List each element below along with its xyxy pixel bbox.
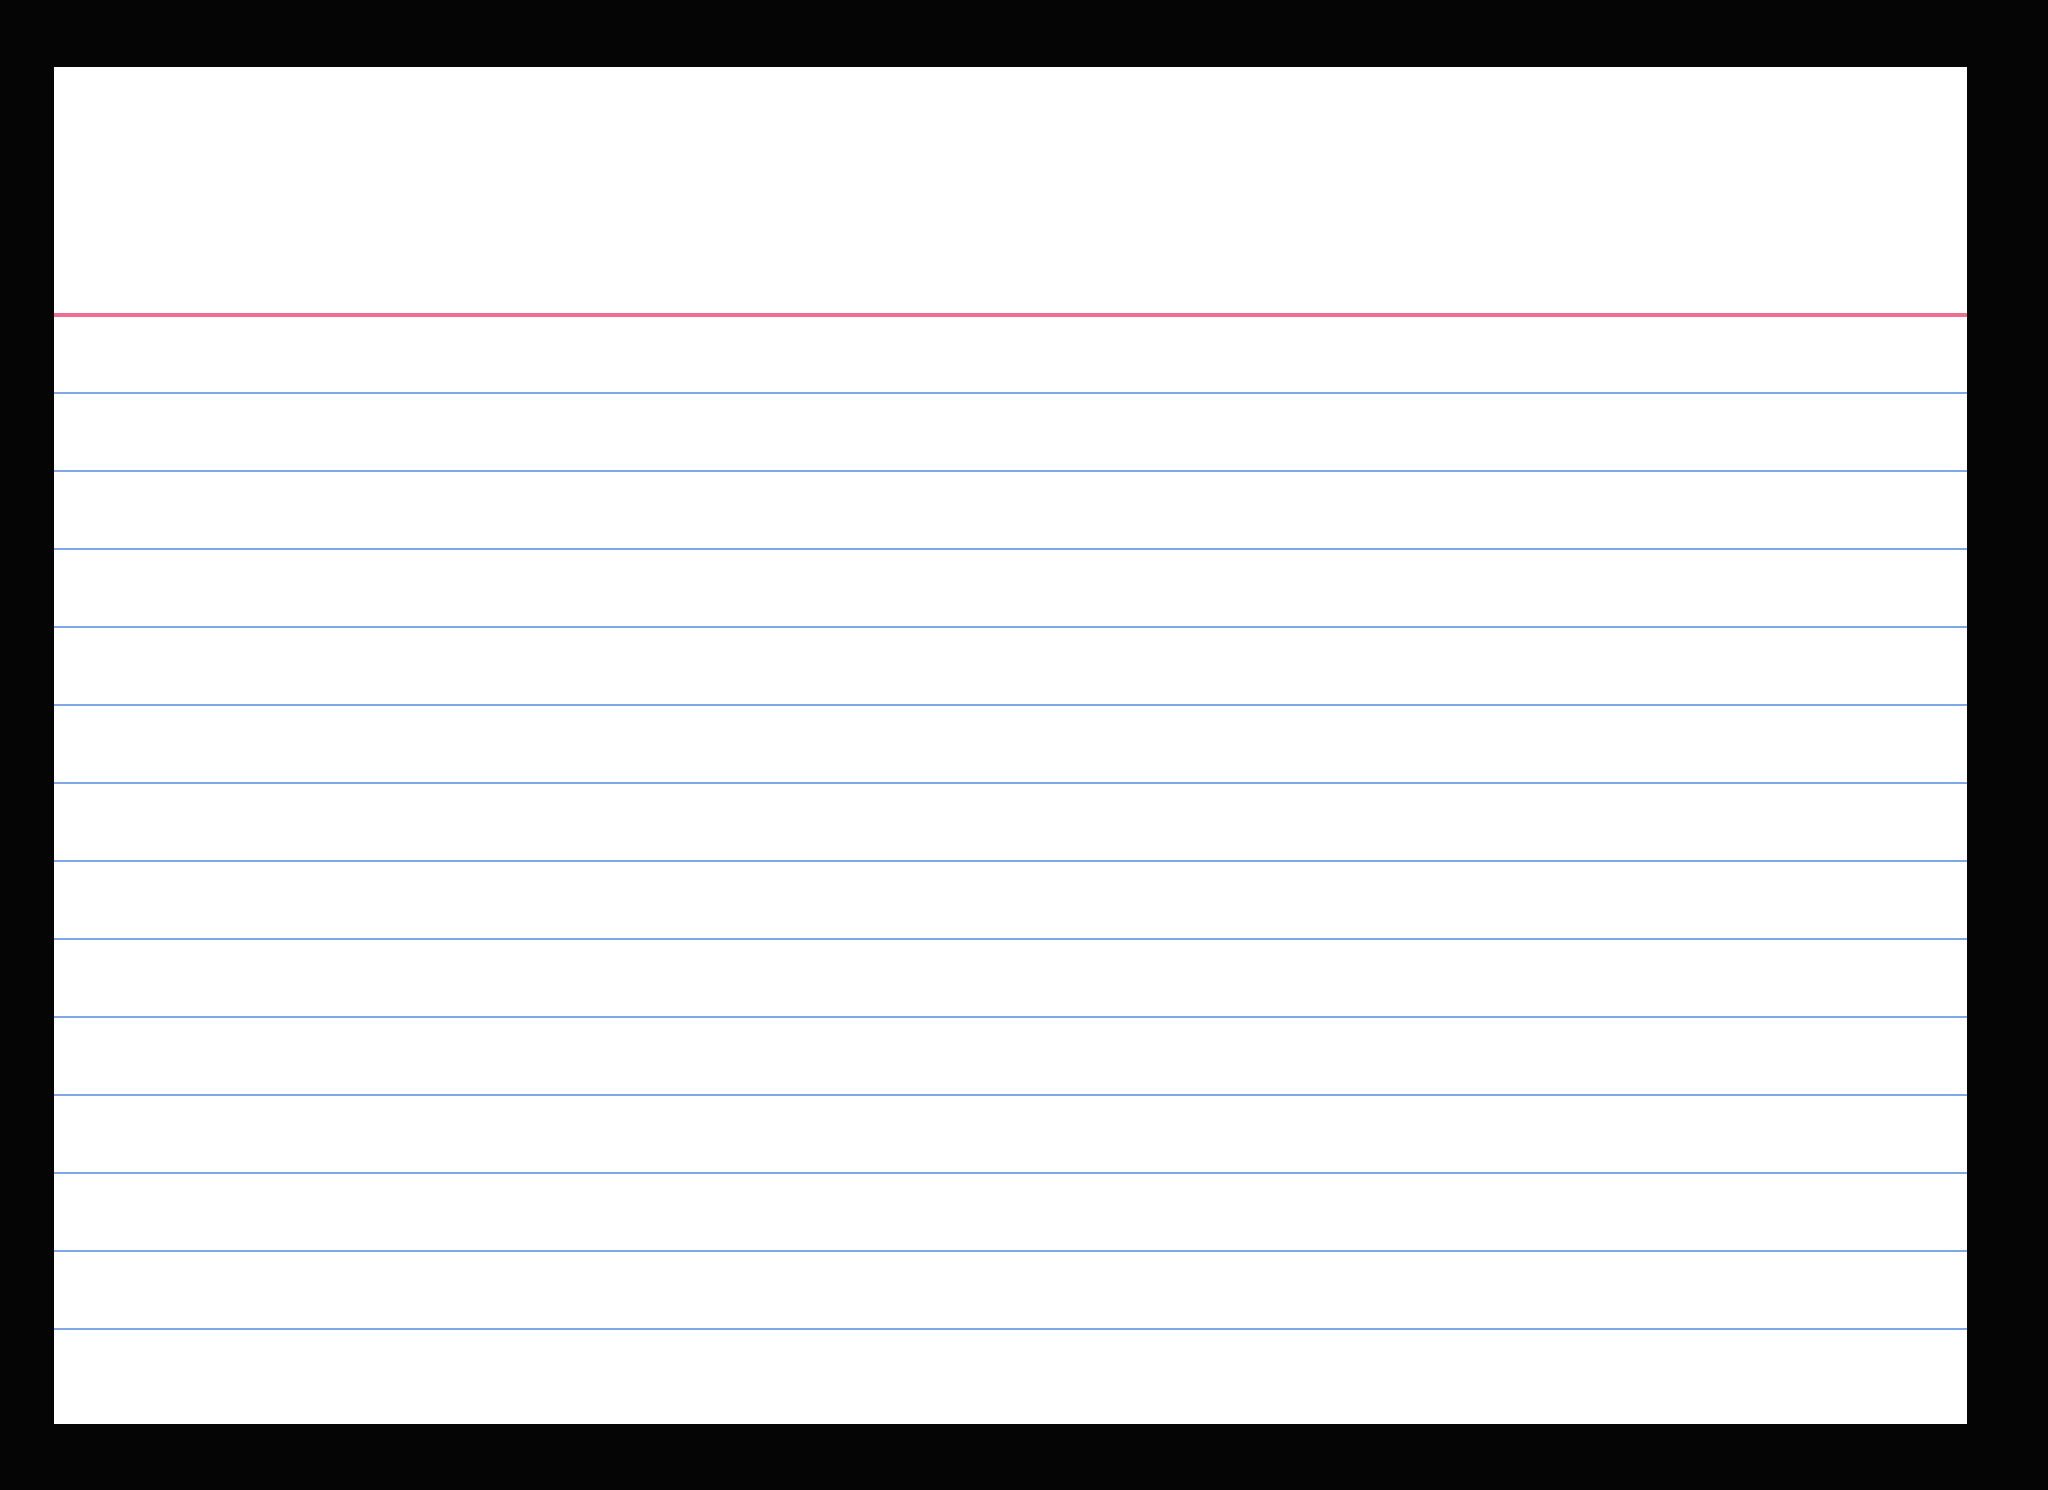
ruled-line bbox=[54, 548, 1967, 550]
ruled-line bbox=[54, 392, 1967, 394]
ruled-line bbox=[54, 938, 1967, 940]
index-card bbox=[54, 67, 1967, 1424]
ruled-line bbox=[54, 1016, 1967, 1018]
ruled-line bbox=[54, 1172, 1967, 1174]
ruled-line bbox=[54, 704, 1967, 706]
ruled-line bbox=[54, 626, 1967, 628]
ruled-line bbox=[54, 470, 1967, 472]
ruled-line bbox=[54, 1250, 1967, 1252]
header-rule bbox=[54, 313, 1967, 317]
ruled-line bbox=[54, 1328, 1967, 1330]
ruled-line bbox=[54, 1094, 1967, 1096]
ruled-line bbox=[54, 860, 1967, 862]
ruled-line bbox=[54, 782, 1967, 784]
